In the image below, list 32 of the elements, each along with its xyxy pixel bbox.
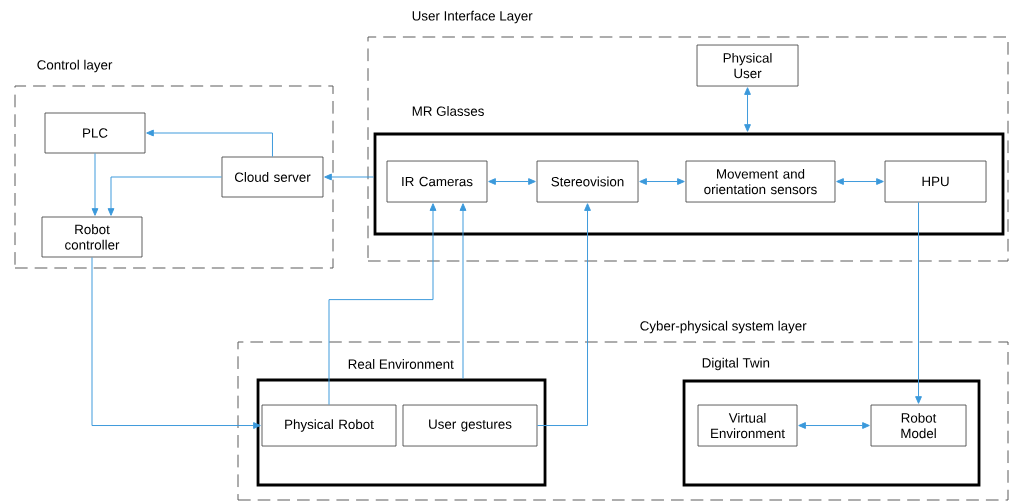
node-label: User Interface Layer: [412, 10, 533, 24]
process-box: PLC: [44, 112, 146, 154]
node-label: Real Environment: [348, 359, 454, 369]
process-box: Virtual Environment: [697, 404, 798, 447]
process-box: Stereovision: [536, 160, 639, 203]
process-box: IR Cameras: [386, 160, 488, 203]
node-label: MR Glasses: [412, 106, 484, 116]
node-label: Control layer: [37, 59, 113, 73]
process-box: Physical Robot: [261, 404, 397, 447]
arrow: [836, 178, 884, 185]
process-box: Cloud server: [221, 156, 324, 198]
arrow: [488, 178, 536, 185]
process-box: User gestures: [402, 404, 538, 447]
process-box: Robot Model: [870, 404, 967, 447]
process-box: Movement and orientation sensors: [685, 160, 836, 203]
arrow: [324, 173, 375, 181]
arrow: [107, 176, 223, 216]
arrow: [146, 129, 273, 158]
arrow: [915, 201, 922, 404]
process-box: Robot controller: [41, 216, 143, 258]
process-box: Physical User: [696, 44, 799, 87]
arrow: [328, 203, 437, 406]
arrow: [91, 152, 99, 216]
arrow: [459, 203, 467, 380]
process-box: HPU: [884, 160, 987, 203]
node-label: Digital Twin: [702, 357, 770, 371]
node-label: Cyber-physical system layer: [640, 320, 807, 334]
arrow: [91, 256, 261, 429]
arrow: [798, 422, 870, 429]
arrow: [536, 203, 591, 426]
arrow: [639, 178, 685, 185]
arrow: [744, 87, 751, 132]
